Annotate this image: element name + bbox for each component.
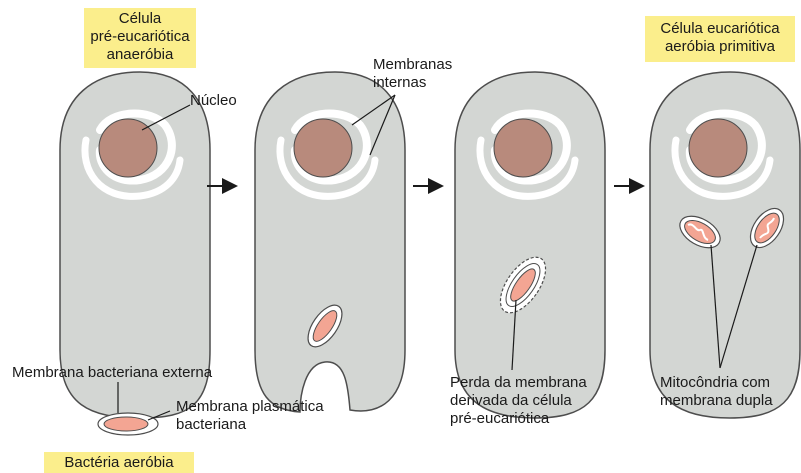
label-euk-line2: aeróbia primitiva [645,38,795,56]
label-internal-membranes-line1: Membranas [373,56,452,74]
label-loss-line3: pré-eucariótica [450,410,587,428]
cell-4-eukaryotic [650,72,800,418]
label-plasma-membrane: Membrana plasmática bacteriana [176,398,324,434]
label-loss-line2: derivada da célula [450,392,587,410]
label-aerobic-bacterium: Bactéria aeróbia [44,452,194,473]
label-internal-membranes: Membranas internas [373,56,452,92]
label-membrane-loss: Perda da membrana derivada da célula pré… [450,374,587,428]
cell-3-nucleus [494,119,552,177]
cell-4-nucleus [689,119,747,177]
label-pre-line3: anaeróbia [84,46,196,64]
label-eukaryotic-cell: Célula eucariótica aeróbia primitiva [645,16,795,62]
cell-2-engulfing [255,72,405,412]
label-euk-line1: Célula eucariótica [645,20,795,38]
label-mito-line2: membrana dupla [660,392,773,410]
label-internal-membranes-line2: internas [373,74,452,92]
label-pre-line2: pré-eucariótica [84,28,196,46]
bacterium-plasma-membrane [104,417,148,431]
label-mito-line1: Mitocôndria com [660,374,773,392]
label-plasma-membrane-line1: Membrana plasmática [176,398,324,416]
label-mitochondrion: Mitocôndria com membrana dupla [660,374,773,410]
label-outer-bacterial-membrane: Membrana bacteriana externa [12,364,212,382]
label-pre-eukaryotic-cell: Célula pré-eucariótica anaeróbia [84,8,196,68]
cell-1-nucleus [99,119,157,177]
cell-3-internalized [455,72,605,418]
label-plasma-membrane-line2: bacteriana [176,416,324,434]
aerobic-bacterium [98,413,158,435]
label-pre-line1: Célula [84,10,196,28]
cell-2-nucleus [294,119,352,177]
label-nucleus: Núcleo [190,92,237,110]
label-loss-line1: Perda da membrana [450,374,587,392]
